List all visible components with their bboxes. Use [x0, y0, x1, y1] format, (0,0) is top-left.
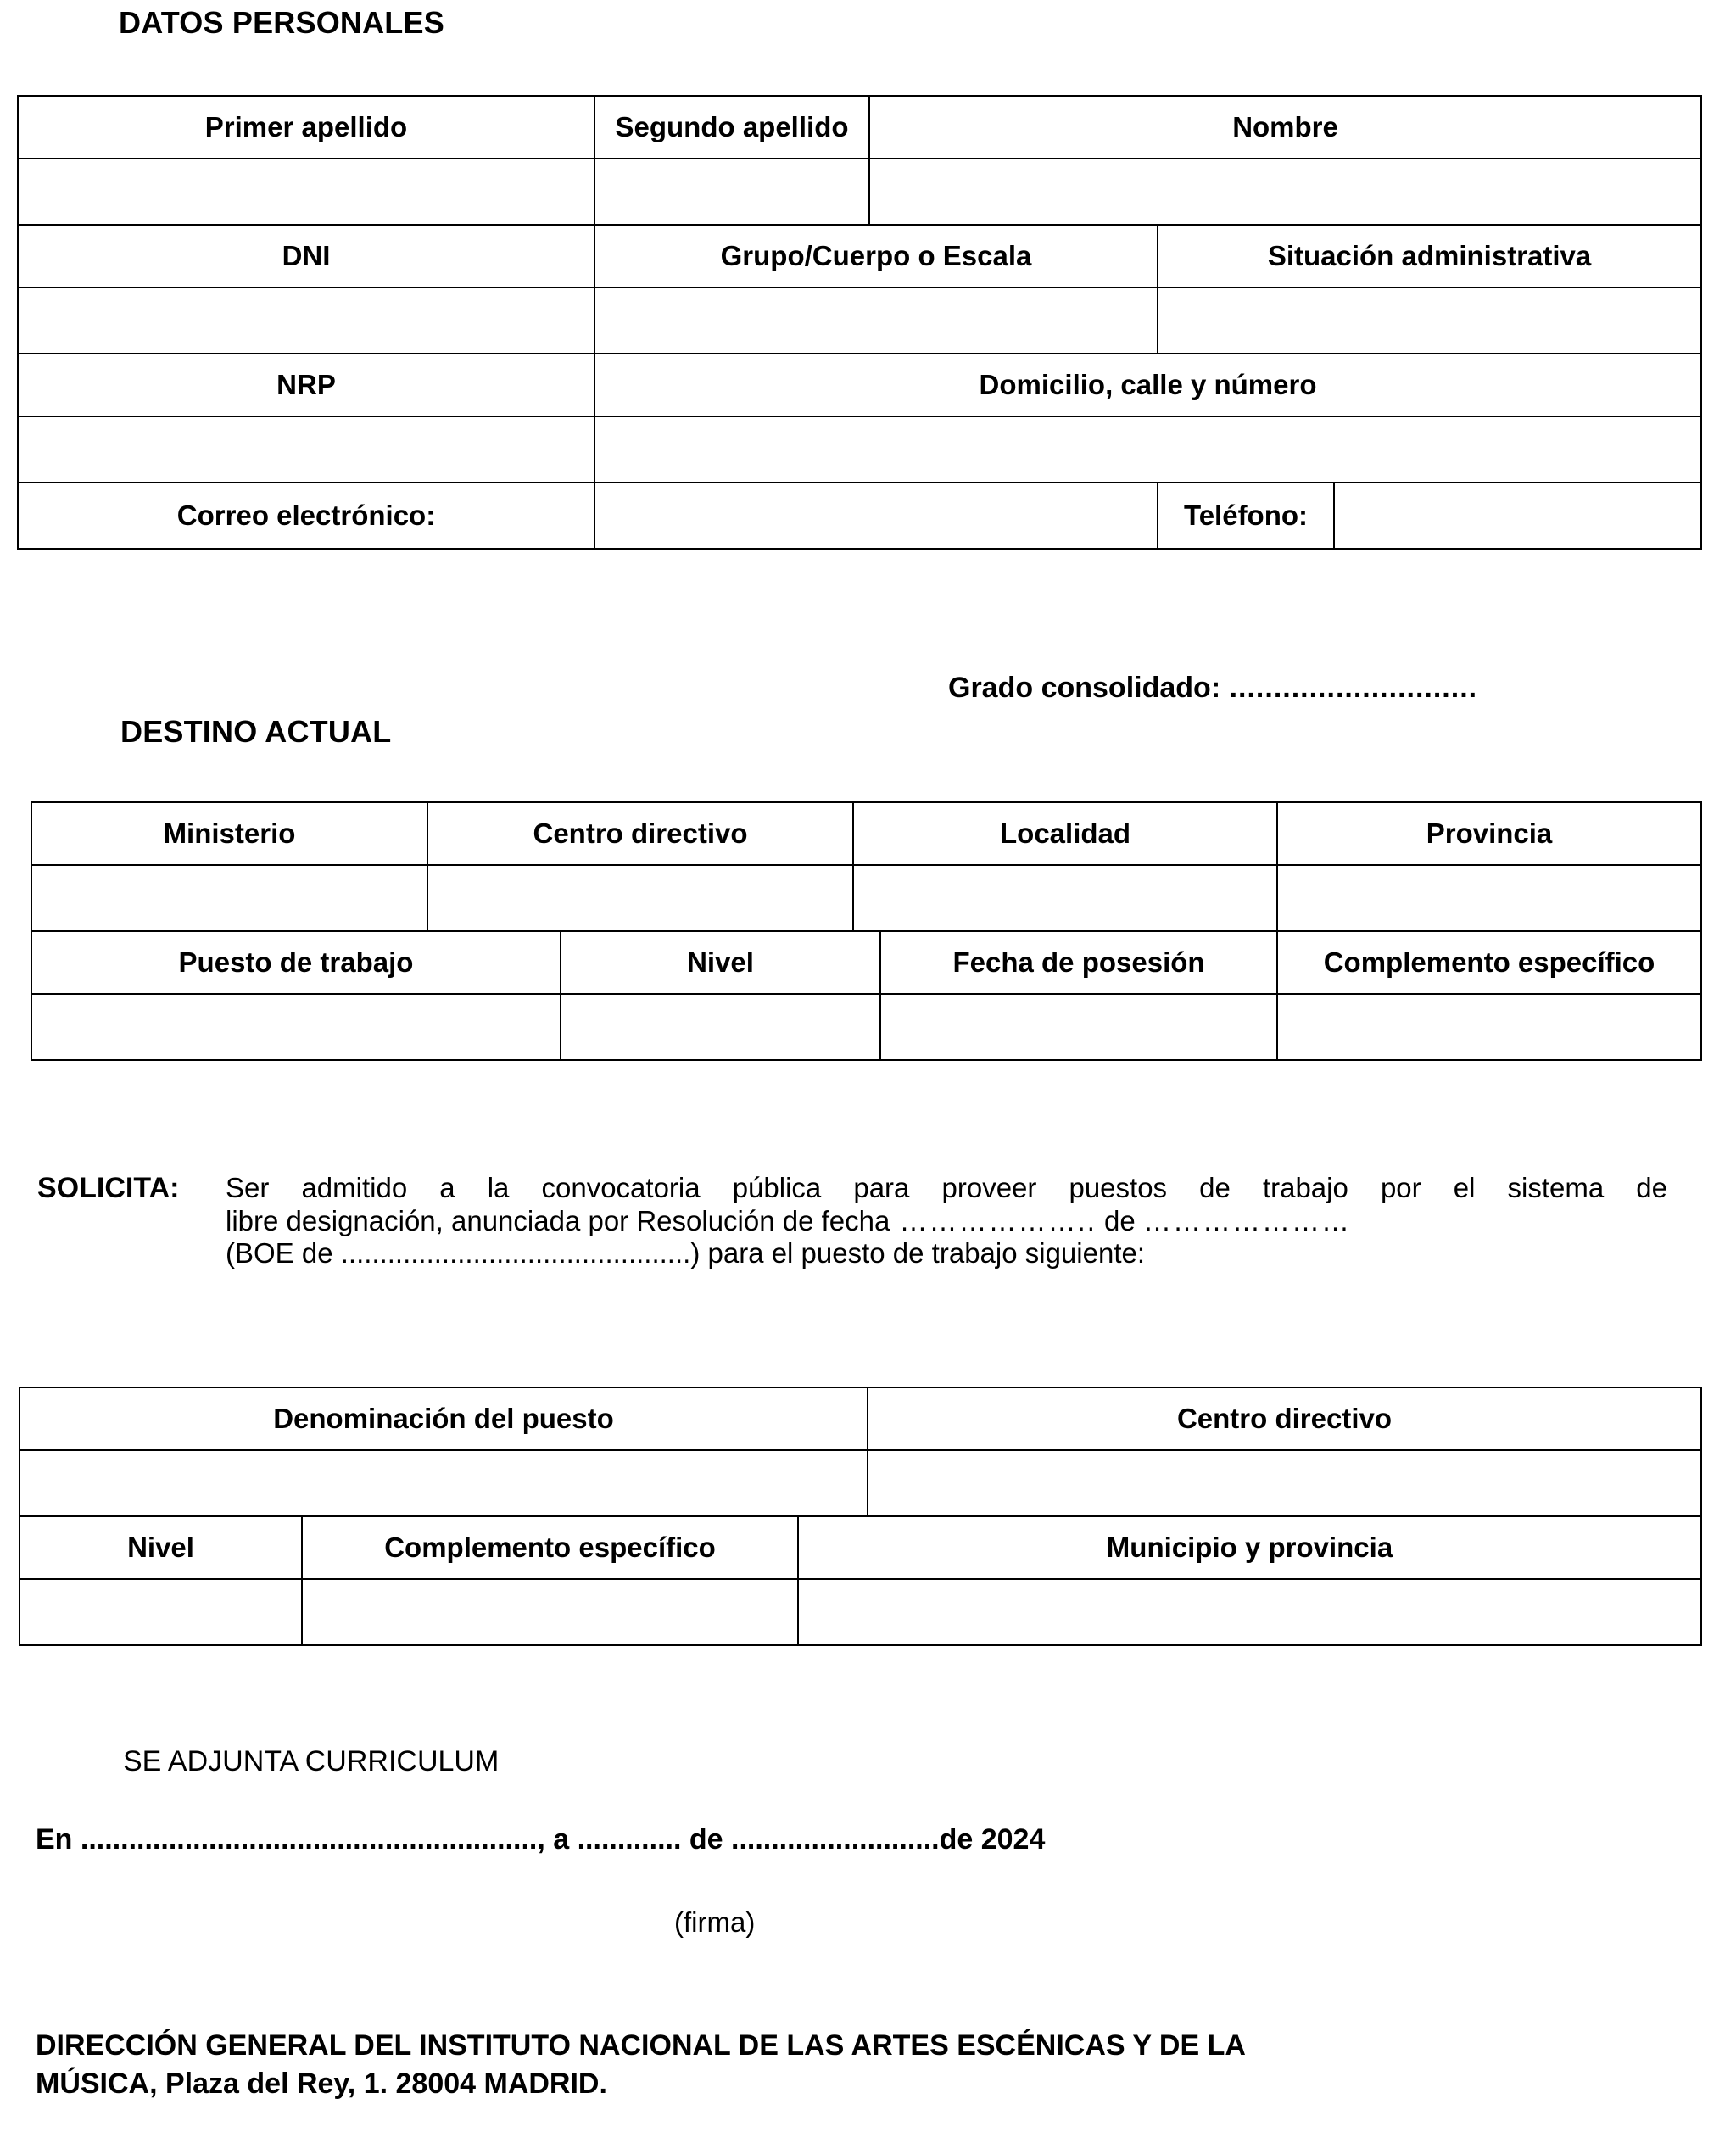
header-complemento-especifico-solicitado: Complemento específico [301, 1515, 799, 1580]
table-row [17, 287, 1703, 354]
table-row: Puesto de trabajo Nivel Fecha de posesió… [31, 930, 1703, 995]
table-row: Nivel Complemento específico Municipio y… [19, 1515, 1702, 1580]
field-primer-apellido[interactable] [17, 158, 595, 226]
table-row [19, 1449, 1702, 1517]
header-puesto-de-trabajo: Puesto de trabajo [31, 930, 561, 995]
grado-consolidado-line: Grado consolidado: .....................… [948, 672, 1477, 705]
solicita-dots-boe[interactable]: ........................................… [340, 1237, 691, 1269]
address-block: DIRECCIÓN GENERAL DEL INSTITUTO NACIONAL… [36, 2027, 1647, 2103]
table-row: Denominación del puesto Centro directivo [19, 1387, 1702, 1451]
field-situacion-administrativa[interactable] [1157, 287, 1703, 354]
solicita-block: SOLICITA: Ser admitido a la convocatoria … [37, 1172, 1674, 1270]
address-line-2: MÚSICA, Plaza del Rey, 1. 28004 MADRID. [36, 2067, 607, 2100]
solicita-text-de: de [1096, 1205, 1143, 1236]
field-nombre[interactable] [868, 158, 1703, 226]
header-municipio-y-provincia: Municipio y provincia [797, 1515, 1702, 1580]
header-dni: DNI [17, 224, 595, 288]
header-segundo-apellido: Segundo apellido [593, 95, 871, 159]
solicita-text-line-3b: ) para el puesto de trabajo siguiente: [690, 1237, 1146, 1269]
field-centro-directivo[interactable] [426, 864, 855, 932]
grado-consolidado-label: Grado consolidado [948, 672, 1211, 704]
solicita-label: SOLICITA: [37, 1172, 180, 1204]
header-nombre: Nombre [868, 95, 1703, 159]
section-heading-destino-actual: DESTINO ACTUAL [120, 714, 392, 749]
field-complemento-especifico-solicitado[interactable] [301, 1578, 799, 1646]
solicita-line-3: (BOE de ................................… [226, 1237, 1674, 1270]
header-fecha-de-posesion: Fecha de posesión [879, 930, 1279, 995]
solicita-line-2: libre designación, anunciada por Resoluc… [226, 1205, 1674, 1237]
grado-consolidado-dots[interactable]: ............................ [1220, 672, 1478, 704]
header-complemento-especifico: Complemento específico [1276, 930, 1703, 995]
field-denominacion-del-puesto[interactable] [19, 1449, 868, 1517]
solicita-text-line-1: Ser admitido a la convocatoria pública p… [226, 1172, 1667, 1203]
grado-consolidado-separator: : [1210, 672, 1221, 704]
header-denominacion-del-puesto: Denominación del puesto [19, 1387, 868, 1451]
header-grupo-cuerpo-escala: Grupo/Cuerpo o Escala [593, 224, 1159, 288]
header-provincia: Provincia [1276, 801, 1703, 866]
fecha-anio: de 2024 [939, 1823, 1046, 1856]
label-telefono: Teléfono: [1157, 482, 1336, 550]
field-correo-electronico[interactable] [593, 482, 1159, 550]
fecha-dots-dia[interactable]: ............. [577, 1823, 682, 1856]
field-puesto-de-trabajo[interactable] [31, 993, 561, 1061]
field-domicilio[interactable] [593, 416, 1703, 483]
signature-label: (firma) [674, 1906, 756, 1938]
table-row: Primer apellido Segundo apellido Nombre [17, 95, 1703, 159]
solicita-text-line-2a: libre designación, anunciada por Resoluc… [226, 1205, 890, 1236]
table-puesto-solicitado: Denominación del puesto Centro directivo… [19, 1387, 1702, 1646]
header-localidad: Localidad [852, 801, 1279, 866]
table-row [31, 864, 1703, 932]
solicita-line-1: SOLICITA: Ser admitido a la convocatoria … [37, 1172, 1674, 1205]
table-destino-actual: Ministerio Centro directivo Localidad Pr… [31, 801, 1703, 1061]
header-primer-apellido: Primer apellido [17, 95, 595, 159]
label-correo-electronico: Correo electrónico: [17, 482, 595, 550]
field-centro-directivo-solicitado[interactable] [867, 1449, 1702, 1517]
header-nrp: NRP [17, 353, 595, 417]
table-row: Correo electrónico: Teléfono: [17, 482, 1703, 550]
solicita-dots-fecha-dia[interactable]: ……………….. [890, 1205, 1097, 1236]
section-heading-datos-personales: DATOS PERSONALES [119, 5, 444, 40]
field-municipio-y-provincia[interactable] [797, 1578, 1702, 1646]
field-provincia[interactable] [1276, 864, 1703, 932]
field-nivel-solicitado[interactable] [19, 1578, 303, 1646]
curriculum-note: SE ADJUNTA CURRICULUM [123, 1745, 500, 1777]
table-row [17, 158, 1703, 226]
field-nivel[interactable] [559, 993, 882, 1061]
field-localidad[interactable] [852, 864, 1279, 932]
table-row: DNI Grupo/Cuerpo o Escala Situación admi… [17, 224, 1703, 288]
field-grupo-cuerpo-escala[interactable] [593, 287, 1159, 354]
header-domicilio: Domicilio, calle y número [593, 353, 1703, 417]
header-nivel-solicitado: Nivel [19, 1515, 303, 1580]
address-line-1: DIRECCIÓN GENERAL DEL INSTITUTO NACIONAL… [36, 2029, 1246, 2062]
field-nrp[interactable] [17, 416, 595, 483]
header-nivel: Nivel [559, 930, 882, 995]
table-row [19, 1578, 1702, 1646]
header-ministerio: Ministerio [31, 801, 428, 866]
field-telefono[interactable] [1333, 482, 1703, 550]
table-row [31, 993, 1703, 1061]
fecha-prefix: En [36, 1823, 81, 1856]
fecha-separator-1: , a [537, 1823, 578, 1856]
fecha-dots-mes[interactable]: .......................... [731, 1823, 940, 1856]
field-dni[interactable] [17, 287, 595, 354]
solicita-dots-fecha-mes[interactable]: ………………… [1142, 1205, 1351, 1236]
table-row [17, 416, 1703, 483]
field-complemento-especifico[interactable] [1276, 993, 1703, 1061]
field-segundo-apellido[interactable] [593, 158, 871, 226]
table-row: Ministerio Centro directivo Localidad Pr… [31, 801, 1703, 866]
solicita-text-boe-prefix: (BOE de [226, 1237, 341, 1269]
header-centro-directivo-solicitado: Centro directivo [867, 1387, 1702, 1451]
table-row: NRP Domicilio, calle y número [17, 353, 1703, 417]
fecha-line: En .....................................… [36, 1823, 1045, 1856]
table-datos-personales: Primer apellido Segundo apellido Nombre … [17, 95, 1703, 550]
header-situacion-administrativa: Situación administrativa [1157, 224, 1703, 288]
field-fecha-de-posesion[interactable] [879, 993, 1279, 1061]
header-centro-directivo: Centro directivo [426, 801, 855, 866]
fecha-separator-2: de [681, 1823, 731, 1856]
fecha-dots-lugar[interactable]: ........................................… [80, 1823, 538, 1856]
field-ministerio[interactable] [31, 864, 428, 932]
